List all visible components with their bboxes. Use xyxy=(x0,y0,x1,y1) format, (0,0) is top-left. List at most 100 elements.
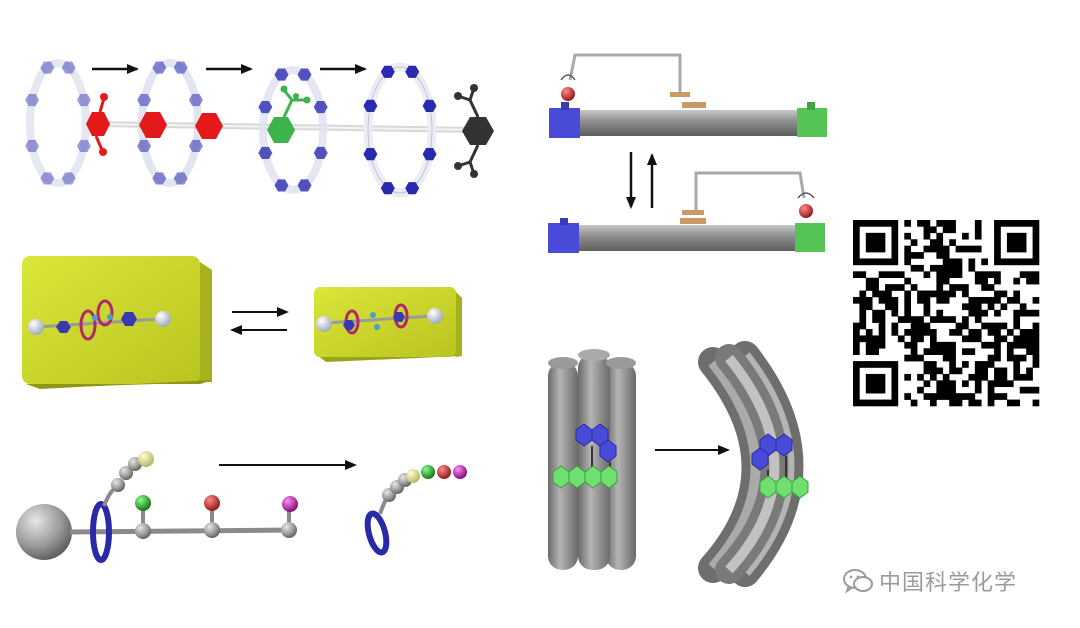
qr-module xyxy=(974,367,982,375)
qr-module xyxy=(923,245,931,253)
magenta-ring xyxy=(96,299,114,327)
qr-module xyxy=(878,380,886,388)
qr-module xyxy=(891,239,899,246)
qr-module xyxy=(853,329,860,336)
qr-module xyxy=(942,252,950,259)
qr-module xyxy=(904,258,912,266)
qr-module xyxy=(974,386,982,394)
red-station-hex xyxy=(86,93,110,156)
qr-module xyxy=(949,367,956,375)
qr-module xyxy=(1000,290,1008,298)
qr-module xyxy=(853,380,860,388)
qr-module xyxy=(987,361,995,368)
qr-module xyxy=(1000,335,1008,343)
qr-module xyxy=(865,245,873,253)
qr-module xyxy=(1006,380,1014,388)
qr-module xyxy=(865,341,873,349)
qr-module xyxy=(891,309,899,317)
qr-module xyxy=(987,393,995,400)
qr-module xyxy=(936,393,944,400)
bent-fiber-bundle xyxy=(698,341,804,587)
qr-module xyxy=(878,329,886,336)
qr-module xyxy=(859,399,867,407)
qr-module xyxy=(1032,322,1040,330)
qr-module xyxy=(981,271,988,279)
ring-hexagon xyxy=(137,139,152,152)
qr-module xyxy=(962,361,969,368)
qr-module xyxy=(1013,399,1021,407)
qr-module xyxy=(955,284,963,291)
qr-module xyxy=(904,309,912,317)
qr-module xyxy=(891,380,899,388)
qr-module xyxy=(859,258,867,266)
qr-module xyxy=(962,380,969,388)
qr-module xyxy=(878,239,886,246)
qr-module xyxy=(929,393,937,400)
qr-module xyxy=(872,380,879,388)
macrocycle-ring xyxy=(259,66,327,194)
qr-module xyxy=(853,271,860,279)
qr-module xyxy=(885,258,892,266)
red-station-hex xyxy=(139,112,167,138)
qr-module xyxy=(878,373,886,381)
qr-module xyxy=(1006,245,1014,253)
qr-module xyxy=(859,296,867,304)
qr-module xyxy=(936,245,944,253)
qr-module xyxy=(1019,329,1027,336)
ring-hexagon xyxy=(188,94,203,107)
qr-module xyxy=(853,393,860,400)
qr-module xyxy=(1006,232,1014,240)
qr-module xyxy=(936,284,944,291)
qr-module xyxy=(974,329,982,336)
qr-module xyxy=(974,296,982,304)
qr-module xyxy=(949,316,956,323)
qr-module xyxy=(949,341,956,349)
qr-module xyxy=(891,271,899,279)
qr-module xyxy=(853,386,860,394)
qr-module xyxy=(1013,239,1021,246)
qr-module xyxy=(1032,245,1040,253)
qr-module xyxy=(853,245,860,253)
qr-module xyxy=(1000,303,1008,311)
gray-stopper-sphere xyxy=(16,504,72,560)
ring-hexagon xyxy=(313,146,328,159)
qr-module xyxy=(1013,296,1021,304)
qr-module xyxy=(1032,386,1040,394)
qr-module xyxy=(910,239,918,246)
qr-module xyxy=(1019,309,1027,317)
qr-module xyxy=(878,316,886,323)
qr-module xyxy=(885,296,892,304)
qr-module xyxy=(891,393,899,400)
qr-module xyxy=(981,296,988,304)
qr-module xyxy=(994,258,1001,266)
magenta-ring xyxy=(79,309,97,341)
ring-hexagon xyxy=(422,99,437,112)
qr-module xyxy=(891,245,899,253)
qr-module xyxy=(865,284,873,291)
qr-module xyxy=(865,386,873,394)
qr-module xyxy=(968,399,976,407)
qr-module xyxy=(885,303,892,311)
qr-module xyxy=(923,303,931,311)
ring-hexagon xyxy=(405,65,420,78)
qr-module xyxy=(936,277,944,285)
qr-module xyxy=(949,290,956,298)
qr-module xyxy=(987,296,995,304)
qr-module xyxy=(1013,341,1021,349)
qr-module xyxy=(949,258,956,266)
qr-module xyxy=(917,252,924,259)
green-hex-cluster xyxy=(552,465,618,489)
qr-module xyxy=(885,284,892,291)
qr-module xyxy=(891,361,899,368)
qr-module xyxy=(1026,329,1033,336)
qr-module xyxy=(878,220,886,227)
qr-module xyxy=(917,316,924,323)
qr-module xyxy=(968,309,976,317)
qr-module xyxy=(981,277,988,285)
qr-module xyxy=(910,354,918,362)
qr-module xyxy=(865,335,873,343)
switch-rail-upper xyxy=(549,53,827,138)
qr-module xyxy=(1026,277,1033,285)
qr-module xyxy=(872,309,879,317)
qr-module xyxy=(872,239,879,246)
